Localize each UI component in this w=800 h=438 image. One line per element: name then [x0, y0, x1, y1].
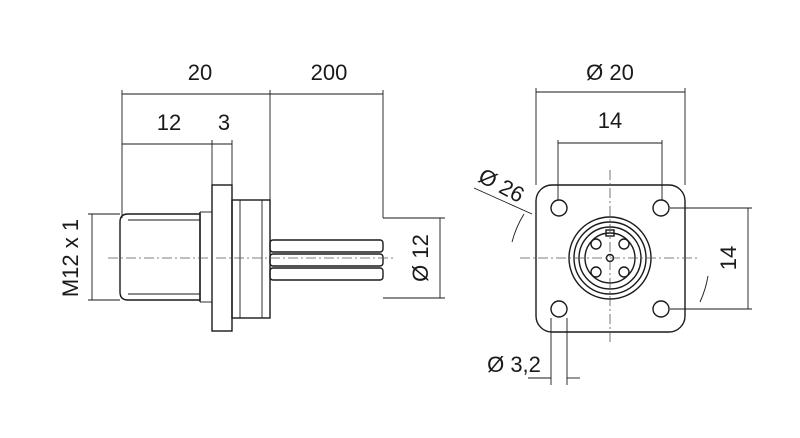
dim-body-length: 12: [157, 110, 181, 135]
mounting-hole-tr: [652, 199, 670, 217]
dim-thread: M12 x 1: [58, 219, 83, 297]
contact-pin-2: [618, 238, 630, 250]
mounting-hole-tl: [550, 199, 568, 217]
dim-line-bolt-circle: [473, 187, 533, 215]
cable-wires: [269, 239, 384, 281]
dim-hole-diameter: Ø 3,2: [487, 352, 541, 377]
contact-pin-1: [590, 238, 602, 250]
connector-body: [119, 211, 212, 303]
dim-cable-length: 200: [311, 60, 348, 85]
front-view: Ø 20 14 Ø 2: [473, 60, 752, 385]
dim-cable-diameter: Ø 12: [408, 234, 433, 282]
flange-plate: [535, 184, 686, 333]
contact-pin-3: [590, 266, 602, 278]
dim-flange-diameter: Ø 20: [586, 60, 634, 85]
dim-overall-length: 20: [188, 60, 212, 85]
contact-pin-4: [618, 266, 630, 278]
dim-bolt-circle: Ø 26: [475, 163, 529, 207]
dim-flange-thickness: 3: [218, 110, 230, 135]
mounting-hole-br: [652, 300, 670, 318]
side-view: 20 200 12 3 M: [58, 60, 445, 332]
mounting-hole-bl: [550, 300, 568, 318]
dim-hole-spacing-v: 14: [716, 246, 741, 270]
dim-hole-spacing-h: 14: [598, 108, 622, 133]
